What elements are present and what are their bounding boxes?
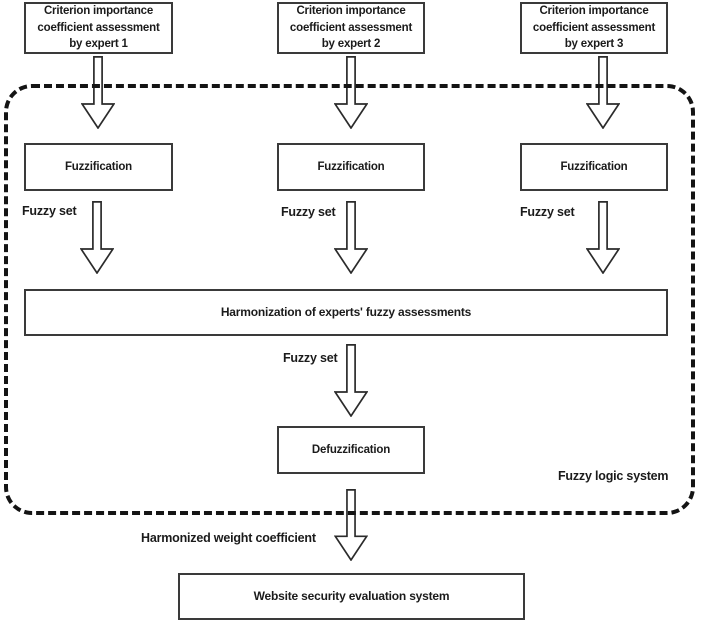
- fuzzy-set-label-3: Fuzzy set: [520, 205, 575, 219]
- harmonization-label: Harmonization of experts' fuzzy assessme…: [220, 304, 472, 319]
- harmonized-weight-coefficient-label: Harmonized weight coefficient: [141, 531, 316, 545]
- expert-3-assessment-box: Criterion importance coefficient assessm…: [520, 2, 668, 54]
- expert-3-assessment-label: Criterion importance coefficient assessm…: [532, 5, 656, 51]
- website-security-evaluation-box: Website security evaluation system: [178, 573, 525, 620]
- down-block-arrow-icon: [81, 56, 115, 129]
- defuzzification-box: Defuzzification: [277, 426, 425, 474]
- down-block-arrow-icon: [334, 344, 368, 417]
- expert-1-assessment-label: Criterion importance coefficient assessm…: [37, 5, 160, 51]
- expert-2-assessment-box: Criterion importance coefficient assessm…: [277, 2, 425, 54]
- fuzzification-box-3: Fuzzification: [520, 143, 668, 191]
- down-block-arrow-icon: [586, 201, 620, 274]
- expert-1-assessment-box: Criterion importance coefficient assessm…: [24, 2, 173, 54]
- fuzzification-label-1: Fuzzification: [64, 160, 133, 173]
- fuzzification-label-2: Fuzzification: [317, 160, 385, 173]
- down-block-arrow-icon: [334, 201, 368, 274]
- down-block-arrow-icon: [80, 201, 114, 274]
- harmonization-box: Harmonization of experts' fuzzy assessme…: [24, 289, 668, 336]
- fuzzy-set-label-2: Fuzzy set: [281, 205, 336, 219]
- fuzzy-set-label-1: Fuzzy set: [22, 204, 77, 218]
- fuzzification-label-3: Fuzzification: [560, 160, 628, 173]
- down-block-arrow-icon: [334, 56, 368, 129]
- down-block-arrow-icon: [586, 56, 620, 129]
- fuzzy-logic-system-label: Fuzzy logic system: [558, 469, 669, 483]
- expert-2-assessment-label: Criterion importance coefficient assessm…: [289, 5, 413, 51]
- fuzzy-set-label-4: Fuzzy set: [283, 351, 338, 365]
- fuzzification-box-1: Fuzzification: [24, 143, 173, 191]
- defuzzification-label: Defuzzification: [311, 443, 391, 456]
- fuzzification-box-2: Fuzzification: [277, 143, 425, 191]
- website-security-evaluation-label: Website security evaluation system: [253, 588, 450, 603]
- down-block-arrow-icon: [334, 489, 368, 561]
